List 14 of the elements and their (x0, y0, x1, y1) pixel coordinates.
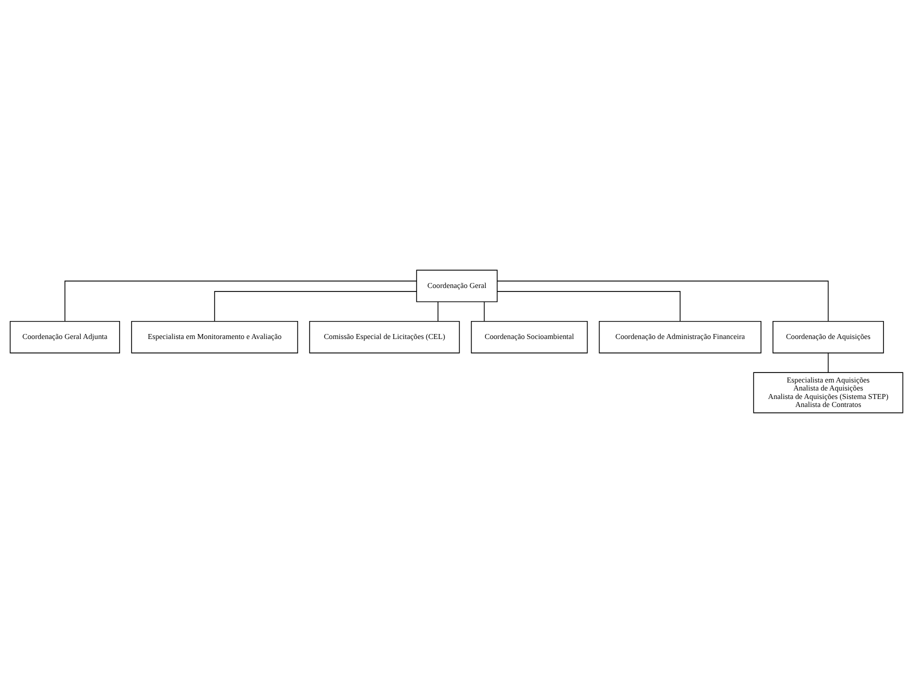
connector (828, 352, 829, 372)
node-box: Coordenação Socioambiental (470, 320, 588, 353)
node-box: Coordenação Geral (416, 269, 498, 302)
connector (496, 280, 829, 322)
node-box: Especialista em Monitoramento e Avaliação (131, 320, 298, 353)
node-box: Especialista em Aquisições Analista de Aquisições Analista de Aquisições (Sistema STEP) Analista de Contratos (753, 372, 904, 413)
node-box: Coordenação de Aquisições (772, 320, 884, 353)
connector (214, 290, 417, 322)
connector (64, 280, 418, 322)
node-box: Coordenação de Administração Financeira (598, 320, 762, 353)
node-box: Coordenação Geral Adjunta (10, 320, 120, 353)
node-box: Comissão Especial de Licitações (CEL) (309, 320, 460, 353)
connector (484, 300, 485, 322)
connector (496, 290, 681, 322)
